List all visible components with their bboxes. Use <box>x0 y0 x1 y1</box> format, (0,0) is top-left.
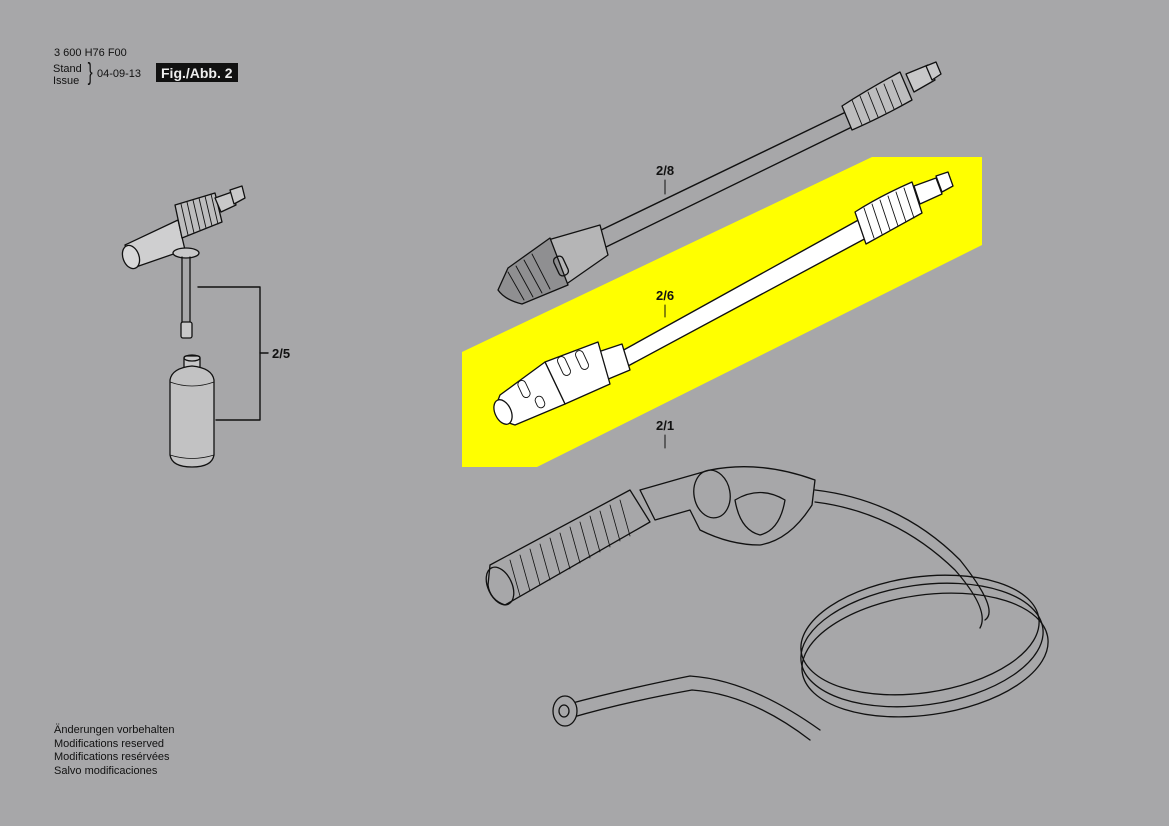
note-en: Modifications reserved <box>54 737 165 750</box>
brace-icon: } <box>87 58 93 86</box>
part-2-8-drawing <box>497 61 942 305</box>
note-es: Salvo modificaciones <box>54 764 158 777</box>
issue-label: Issue <box>53 75 80 87</box>
callout-2-1[interactable]: 2/1 <box>656 418 675 433</box>
issue-date: 04-09-13 <box>97 68 142 80</box>
part-2-1-drawing <box>485 466 1049 741</box>
stand-issue-labels: Stand Issue <box>53 63 82 87</box>
note-fr: Modifications resérvées <box>54 751 170 763</box>
callout-2-5[interactable]: 2/5 <box>272 346 291 361</box>
part-number: 3 600 H76 F00 <box>54 47 127 59</box>
stand-label: Stand <box>53 63 82 75</box>
part-2-6-drawing <box>493 171 954 426</box>
note-de: Änderungen vorbehalten <box>54 724 175 736</box>
figure-label: Fig./Abb. 2 <box>156 63 238 82</box>
callout-2-8[interactable]: 2/8 <box>656 163 675 178</box>
part-2-5-drawing <box>121 185 269 468</box>
modification-notes: Änderungen vorbehalten Modifications res… <box>54 724 174 778</box>
callout-2-6[interactable]: 2/6 <box>656 288 675 303</box>
